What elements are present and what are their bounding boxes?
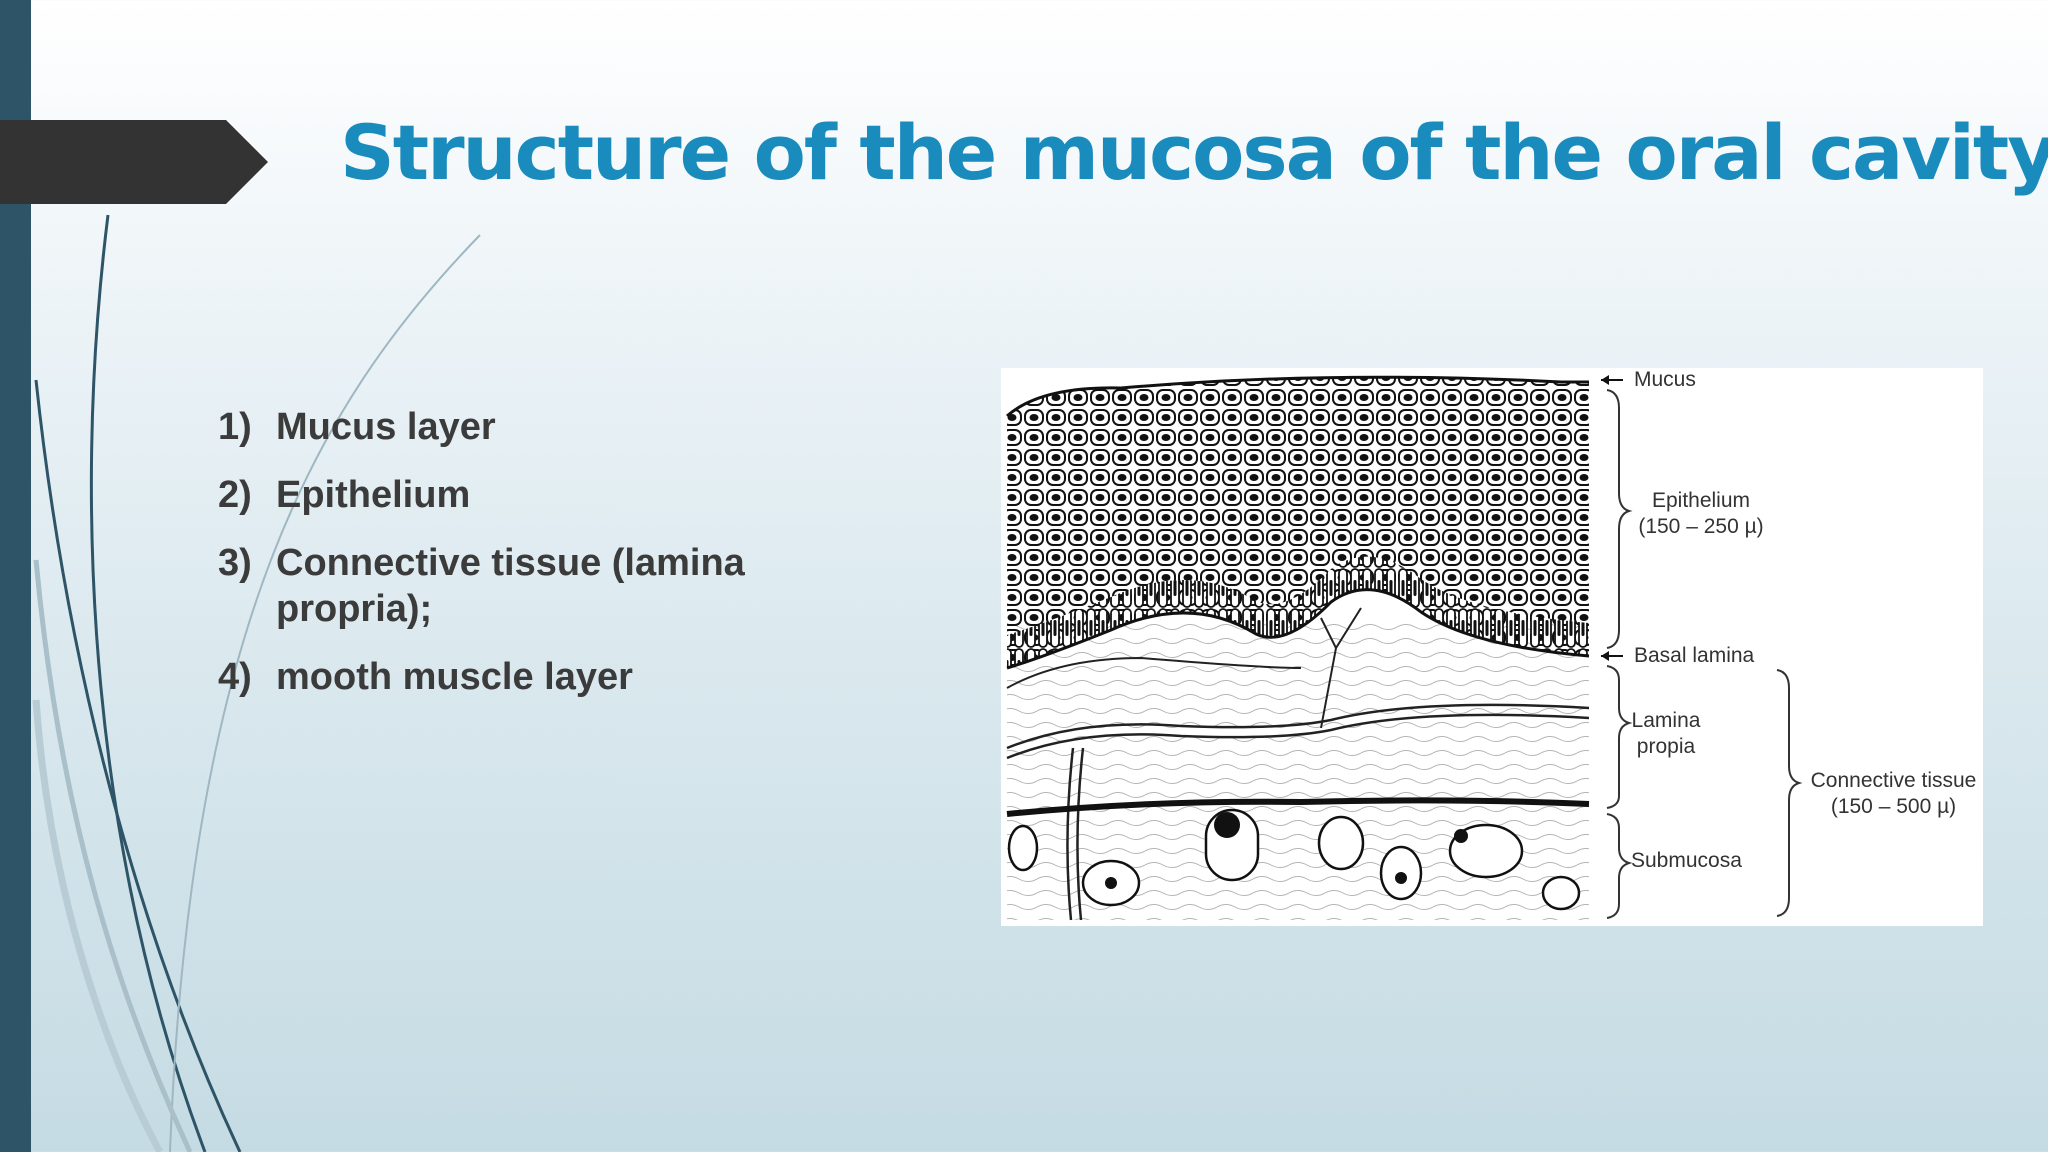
list-text: Connective tissue (lamina propria);	[276, 542, 745, 630]
bullet-list: 1) Mucus layer 2) Epithelium 3) Connecti…	[218, 404, 818, 722]
epithelium-label: Epithelium	[1651, 489, 1751, 512]
list-number: 4)	[218, 656, 252, 698]
diagram-illustration	[1006, 375, 1803, 921]
epithelium-size-label: (150 – 250 µ)	[1638, 515, 1764, 538]
list-text: mooth muscle layer	[276, 656, 633, 698]
mucus-label: Mucus	[1634, 368, 1696, 391]
lamina-label: Lamina	[1631, 709, 1701, 732]
list-number: 3)	[218, 542, 252, 584]
submucosa-label: Submucosa	[1631, 849, 1742, 872]
list-item: 1) Mucus layer	[218, 404, 818, 450]
basal-lamina-label: Basal lamina	[1634, 644, 1755, 667]
list-number: 2)	[218, 474, 252, 516]
propia-label: propia	[1636, 735, 1696, 758]
title-tab-arrow	[0, 120, 268, 204]
slide-title: Structure of the mucosa of the oral cavi…	[340, 108, 2048, 197]
connective-size-label: (150 – 500 µ)	[1830, 795, 1957, 818]
mucosa-diagram: Mucus Epithelium (150 – 250 µ) Basal lam…	[1001, 368, 1983, 926]
list-item: 3) Connective tissue (lamina propria);	[218, 540, 818, 632]
list-number: 1)	[218, 406, 252, 448]
list-item: 4) mooth muscle layer	[218, 654, 818, 700]
list-item: 2) Epithelium	[218, 472, 818, 518]
list-text: Mucus layer	[276, 406, 496, 448]
list-text: Epithelium	[276, 474, 471, 516]
connective-tissue-label: Connective tissue	[1810, 769, 1977, 792]
